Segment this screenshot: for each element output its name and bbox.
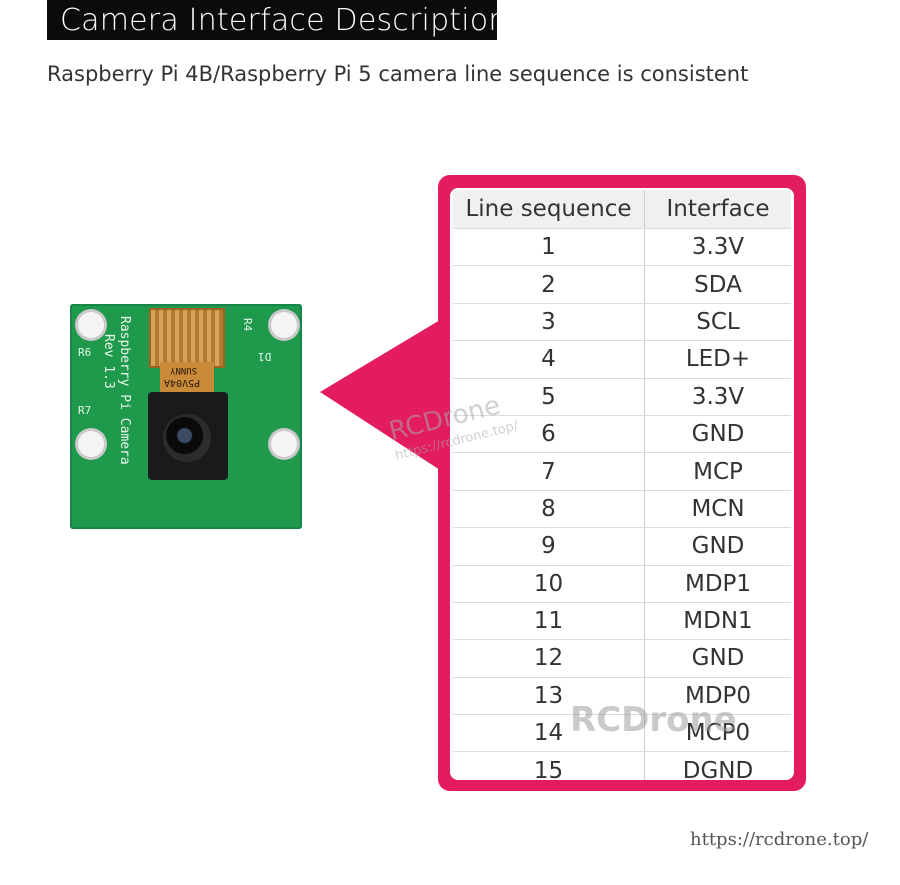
line-number-cell: 1 — [453, 228, 645, 267]
footer-url[interactable]: https://rcdrone.top/ — [690, 829, 869, 850]
interface-cell: MDP0 — [644, 677, 791, 716]
line-number-cell: 15 — [453, 751, 645, 780]
line-number-cell: 12 — [453, 639, 645, 678]
callout-pointer — [320, 320, 440, 470]
interface-cell: MCN — [644, 490, 791, 529]
interface-cell: GND — [644, 527, 791, 566]
mount-hole-top-right — [271, 312, 297, 338]
page-subtitle: Raspberry Pi 4B/Raspberry Pi 5 camera li… — [47, 62, 749, 86]
line-number-cell: 8 — [453, 490, 645, 529]
interface-cell: SDA — [644, 265, 791, 304]
flex-cable — [160, 362, 214, 396]
chip-label-2: SUNNY — [170, 365, 198, 375]
silkscreen-main: Raspberry Pi Camera — [117, 316, 132, 465]
silkscreen-rev: Rev 1.3 — [101, 334, 116, 389]
mount-hole-mid-right — [271, 431, 297, 457]
line-number-cell: 2 — [453, 265, 645, 304]
camera-lens — [163, 414, 211, 462]
mount-hole-mid-left — [78, 431, 104, 457]
interface-cell: LED+ — [644, 340, 791, 379]
line-number-cell: 6 — [453, 415, 645, 454]
label-r6: R6 — [78, 346, 92, 359]
interface-cell: 3.3V — [644, 378, 791, 416]
interface-cell: GND — [644, 415, 791, 454]
line-number-cell: 13 — [453, 677, 645, 716]
line-number-cell: 5 — [453, 378, 645, 416]
mount-hole-top-left — [78, 312, 104, 338]
interface-cell: MCP — [644, 452, 791, 491]
watermark-brand-large: RCDrone — [570, 700, 737, 740]
line-number-cell: 4 — [453, 340, 645, 379]
interface-cell: MDN1 — [644, 602, 791, 641]
interface-cell: 3.3V — [644, 228, 791, 267]
label-d1: D1 — [258, 350, 272, 363]
label-r4: R4 — [241, 318, 254, 332]
camera-board-image: Raspberry Pi Camera Rev 1.3 R6 R7 D1 R4 … — [70, 304, 302, 529]
column-header-line-sequence: Line sequence — [453, 190, 645, 229]
line-number-cell: 3 — [453, 303, 645, 342]
label-r7: R7 — [78, 404, 92, 417]
interface-cell: MDP1 — [644, 565, 791, 603]
column-header-interface: Interface — [644, 190, 791, 229]
line-number-cell: 9 — [453, 527, 645, 566]
interface-cell: DGND — [644, 751, 791, 780]
interface-cell: SCL — [644, 303, 791, 342]
line-number-cell: 11 — [453, 602, 645, 641]
interface-cell: GND — [644, 639, 791, 678]
interface-cell: MCP0 — [644, 714, 791, 753]
table-header-row: Line sequence Interface — [453, 190, 791, 229]
ribbon-connector — [149, 308, 225, 368]
page-title: Camera Interface Description — [47, 0, 507, 40]
line-number-cell: 14 — [453, 714, 645, 753]
line-number-cell: 7 — [453, 452, 645, 491]
chip-label-1: P5V04A — [164, 377, 201, 388]
line-number-cell: 10 — [453, 565, 645, 603]
